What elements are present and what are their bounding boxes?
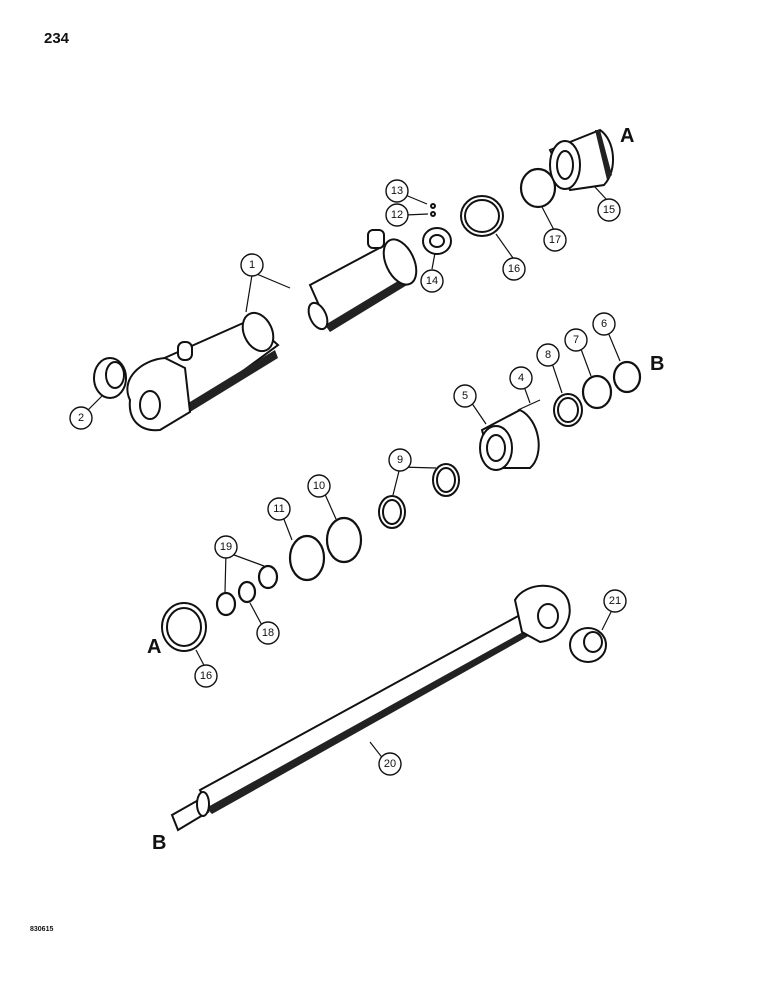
svg-text:9: 9 [397,454,403,466]
reference-letter-b-right: B [650,353,664,375]
callout-8: 8 [536,343,560,367]
wear-ring-lower [161,602,207,652]
gland-seal-rings [553,360,642,427]
svg-text:18: 18 [262,627,274,639]
valve-small-parts [422,203,452,255]
callout-16-upper: 16 [502,257,526,281]
svg-text:1: 1 [249,259,255,271]
callout-11: 11 [267,497,291,521]
callout-19: 19 [214,535,238,559]
callout-18: 18 [256,621,280,645]
svg-text:4: 4 [518,372,524,384]
svg-text:16: 16 [508,263,520,275]
seal-ring-11 [288,534,326,582]
cap-bearing [93,357,127,399]
svg-text:10: 10 [313,480,325,492]
callout-14: 14 [420,269,444,293]
svg-text:11: 11 [273,503,284,515]
svg-text:7: 7 [573,334,579,346]
callout-15: 15 [597,198,621,222]
svg-text:19: 19 [220,541,232,553]
wear-ring-upper [460,195,504,237]
piston [548,128,615,192]
callout-17: 17 [543,228,567,252]
cylinder-tube-rear [126,311,280,432]
small-seal-rings [215,564,279,617]
svg-text:16: 16 [200,670,212,682]
callout-10: 10 [307,474,331,498]
svg-text:14: 14 [426,275,438,287]
svg-text:2: 2 [78,412,84,424]
svg-text:12: 12 [391,209,403,221]
callout-9: 9 [388,448,412,472]
svg-text:13: 13 [391,185,403,197]
callout-20: 20 [378,752,402,776]
svg-text:5: 5 [462,390,468,402]
backup-ring-10 [325,516,363,564]
rod-bushings [378,463,460,529]
callout-2: 2 [69,406,93,430]
svg-text:15: 15 [603,204,615,216]
callout-1: 1 [240,253,264,277]
callout-5: 5 [453,384,477,408]
svg-text:20: 20 [384,758,396,770]
callout-4: 4 [509,366,533,390]
callout-12: 12 [385,203,409,227]
cylinder-tube-front [307,229,418,332]
svg-text:6: 6 [601,318,607,330]
piston-rod [170,584,571,832]
callout-13: 13 [385,179,409,203]
callout-6: 6 [592,312,616,336]
svg-text:17: 17 [549,234,561,246]
reference-letter-a-bottom: A [147,636,161,658]
reference-letter-b-bottom: B [152,832,166,854]
callout-21: 21 [603,589,627,613]
callout-16-lower: 16 [194,664,218,688]
callout-7: 7 [564,328,588,352]
drawing-code: 830615 [30,926,54,933]
svg-text:21: 21 [609,595,621,607]
page-number: 234 [44,30,70,47]
reference-letter-a-top: A [620,125,634,147]
rod-eye-bearing [569,627,607,663]
svg-text:8: 8 [545,349,551,361]
seal-ring-17 [519,167,557,209]
rod-gland [479,399,541,471]
